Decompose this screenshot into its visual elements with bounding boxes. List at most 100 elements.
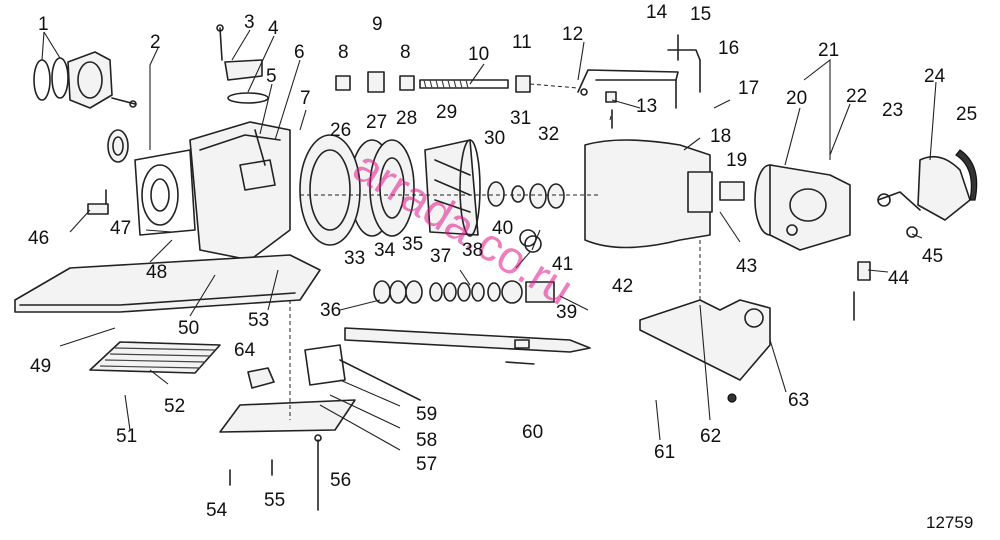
part-42-bladder <box>584 139 711 249</box>
callout-20: 20 <box>786 88 807 109</box>
callout-22: 22 <box>846 86 867 107</box>
callout-16: 16 <box>718 38 739 59</box>
callout-51: 51 <box>116 426 137 447</box>
part-drawings <box>14 24 978 511</box>
callout-39: 39 <box>556 302 577 323</box>
callout-17: 17 <box>738 78 759 99</box>
callout-19: 19 <box>726 150 747 171</box>
callout-40: 40 <box>492 218 513 239</box>
callout-35: 35 <box>402 234 423 255</box>
callout-36: 36 <box>320 300 341 321</box>
parts-54-55-screws <box>229 434 322 511</box>
callout-12: 12 <box>562 24 583 45</box>
callout-47: 47 <box>110 218 131 239</box>
callout-31: 31 <box>510 108 531 129</box>
bearing-housing <box>299 134 361 246</box>
callout-24: 24 <box>924 66 946 87</box>
part-26-28-rings <box>349 139 415 237</box>
callout-4: 4 <box>268 18 279 39</box>
parts-33-39-spacers <box>373 280 555 304</box>
callout-7: 7 <box>300 88 311 109</box>
parts-23-45 <box>877 191 921 238</box>
assembly-lines <box>289 83 701 420</box>
callout-21: 21 <box>818 40 839 61</box>
callout-56: 56 <box>330 470 351 491</box>
part-56-plate <box>219 344 421 433</box>
callout-37: 37 <box>430 246 451 267</box>
callout-38: 38 <box>462 240 483 261</box>
callout-45: 45 <box>922 246 943 267</box>
callout-53: 53 <box>248 310 269 331</box>
callout-11: 11 <box>512 32 532 53</box>
part-64-block <box>247 367 275 389</box>
callout-29: 29 <box>436 102 457 123</box>
callout-60: 60 <box>522 422 543 443</box>
callout-8a: 8 <box>338 42 349 63</box>
part-52-grate <box>89 341 221 374</box>
part-4-block <box>224 59 269 104</box>
callout-55: 55 <box>264 490 285 511</box>
callout-42: 42 <box>612 276 633 297</box>
callout-28: 28 <box>396 108 417 129</box>
part-12-bracket <box>577 69 679 96</box>
parts-30-32 <box>487 181 565 209</box>
callout-46: 46 <box>28 228 49 249</box>
part-1-rings <box>33 57 69 101</box>
callout-59: 59 <box>416 404 437 425</box>
callout-6: 6 <box>294 42 305 63</box>
callout-5: 5 <box>266 66 277 87</box>
callout-2: 2 <box>150 32 161 53</box>
part-46-fitting <box>87 189 109 215</box>
main-housing <box>134 121 291 261</box>
callout-62: 62 <box>700 426 721 447</box>
callout-27: 27 <box>366 112 387 133</box>
callout-9: 9 <box>372 14 383 35</box>
callout-30: 30 <box>484 128 505 149</box>
part-3-bolt <box>216 24 224 61</box>
figure-number: 12759 <box>926 513 973 532</box>
parts-20-22-housing <box>754 164 851 251</box>
part-60-shaft <box>344 327 591 365</box>
callout-50: 50 <box>178 318 199 339</box>
callout-3: 3 <box>244 12 255 33</box>
callout-64: 64 <box>234 340 256 361</box>
callout-63: 63 <box>788 390 809 411</box>
callout-14: 14 <box>646 2 668 23</box>
callout-44: 44 <box>888 268 910 289</box>
part-flange <box>67 51 137 109</box>
part-44-bolt <box>853 261 871 321</box>
callout-41: 41 <box>552 254 573 275</box>
callout-26: 26 <box>330 120 351 141</box>
callout-25: 25 <box>956 104 977 125</box>
callout-13: 13 <box>636 96 657 117</box>
callout-54: 54 <box>206 500 228 521</box>
callout-1: 1 <box>38 14 49 35</box>
part-2-seal <box>107 129 129 163</box>
callout-32: 32 <box>538 124 559 145</box>
parts-8-11-shaft <box>335 71 531 93</box>
callout-52: 52 <box>164 396 185 417</box>
callout-43: 43 <box>736 256 757 277</box>
callout-8b: 8 <box>400 42 411 63</box>
parts-18-19-fitting <box>687 171 745 213</box>
callout-15: 15 <box>690 4 711 25</box>
callout-57: 57 <box>416 454 437 475</box>
callout-33: 33 <box>344 248 365 269</box>
callout-49: 49 <box>30 356 51 377</box>
parts-13-16 <box>605 34 701 129</box>
callout-labels: 1 2 3 4 5 6 7 8 9 8 10 11 12 13 14 15 16… <box>28 2 977 521</box>
callout-61: 61 <box>654 442 675 463</box>
callout-18: 18 <box>710 126 731 147</box>
parts-40-41-rings <box>519 229 542 253</box>
part-63-skeg <box>639 299 771 403</box>
callout-34: 34 <box>374 240 396 261</box>
leader-lines <box>41 29 937 451</box>
part-24-tiller <box>917 149 978 221</box>
callout-48: 48 <box>146 262 167 283</box>
base-plate <box>14 254 321 313</box>
callout-10: 10 <box>468 44 489 65</box>
callout-58: 58 <box>416 430 437 451</box>
part-29-impeller <box>424 139 481 237</box>
